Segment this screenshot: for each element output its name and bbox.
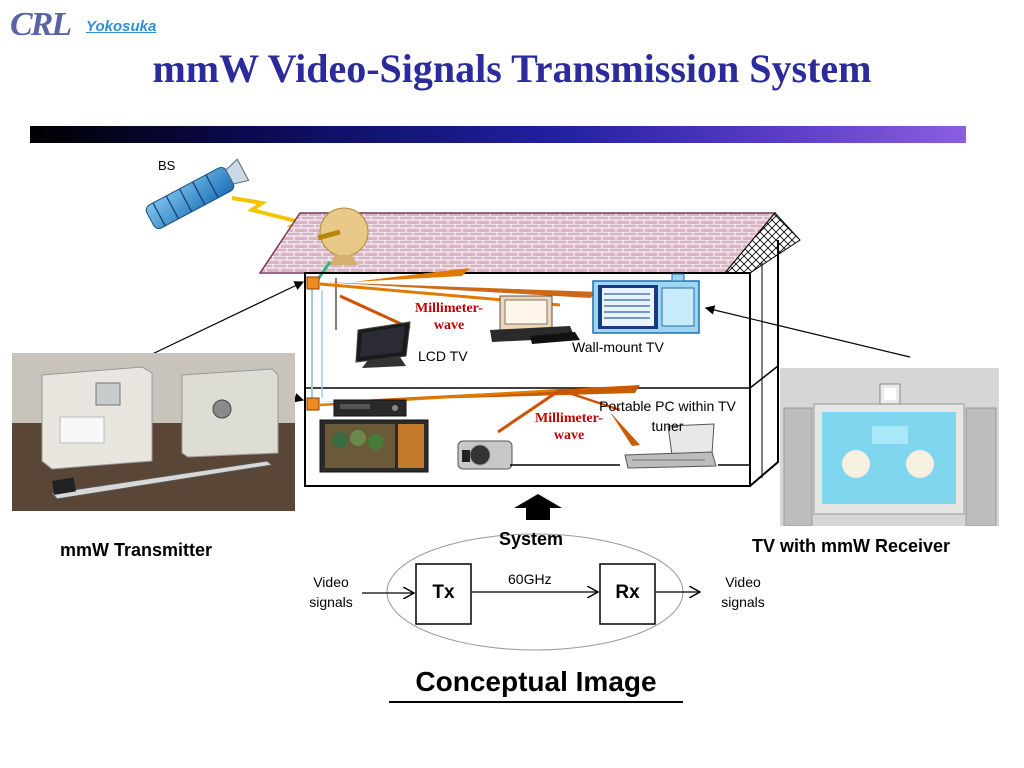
crl-logo: CRL Yokosuka: [8, 6, 168, 43]
rx-box: [599, 563, 656, 625]
camcorder-icon: [457, 440, 513, 470]
tx-box: [415, 563, 472, 625]
desktop-pc-icon: [490, 295, 580, 344]
tx-label: Tx: [432, 582, 455, 603]
satellite-dish-icon: [317, 207, 369, 265]
input-signals-label: Video signals: [309, 574, 353, 610]
logo-brand: CRL: [10, 6, 72, 43]
up-arrow-icon: [514, 494, 562, 520]
lcd-tv-icon: [355, 321, 411, 368]
lcd-tv-label: LCD TV: [418, 348, 468, 364]
floor-divider: [305, 365, 779, 389]
conceptual-image-caption: Conceptual Image: [415, 666, 657, 697]
wall-mount-tv-icon: [592, 273, 700, 334]
pointer-rx: [704, 305, 911, 358]
title-divider: [30, 126, 966, 143]
pointer-tx-upper: [145, 281, 305, 358]
wall-mount-tv-label: Wall-mount TV: [572, 339, 664, 355]
tx-unit-lower: [306, 397, 320, 411]
rx-label: Rx: [615, 582, 640, 603]
receiver-caption: TV with mmW Receiver: [752, 536, 951, 556]
system-label: System: [499, 529, 564, 549]
frequency-label: 60GHz: [508, 571, 552, 587]
transmitter-caption: mmW Transmitter: [60, 540, 213, 560]
laptop-icon: [624, 423, 717, 469]
output-signals-label: Video signals: [721, 574, 765, 610]
satellite-icon: [145, 158, 250, 229]
slide-title: mmW Video-Signals Transmission System: [152, 46, 872, 91]
portable-pc-label: Portable PC within TV tuner: [599, 398, 736, 434]
tx-unit-upper: [306, 276, 320, 290]
house-wall: [304, 272, 751, 487]
video-deck-icon: [333, 399, 407, 417]
satellite-label: BS: [158, 158, 176, 173]
mmw-label-lower: Millimeter- wave: [535, 411, 603, 443]
crt-tv-icon: [319, 419, 429, 473]
mmw-label-upper: Millimeter- wave: [415, 301, 483, 333]
logo-site: Yokosuka: [86, 18, 157, 35]
transmitter-photo: [12, 353, 295, 511]
receiver-photo: [780, 368, 999, 526]
